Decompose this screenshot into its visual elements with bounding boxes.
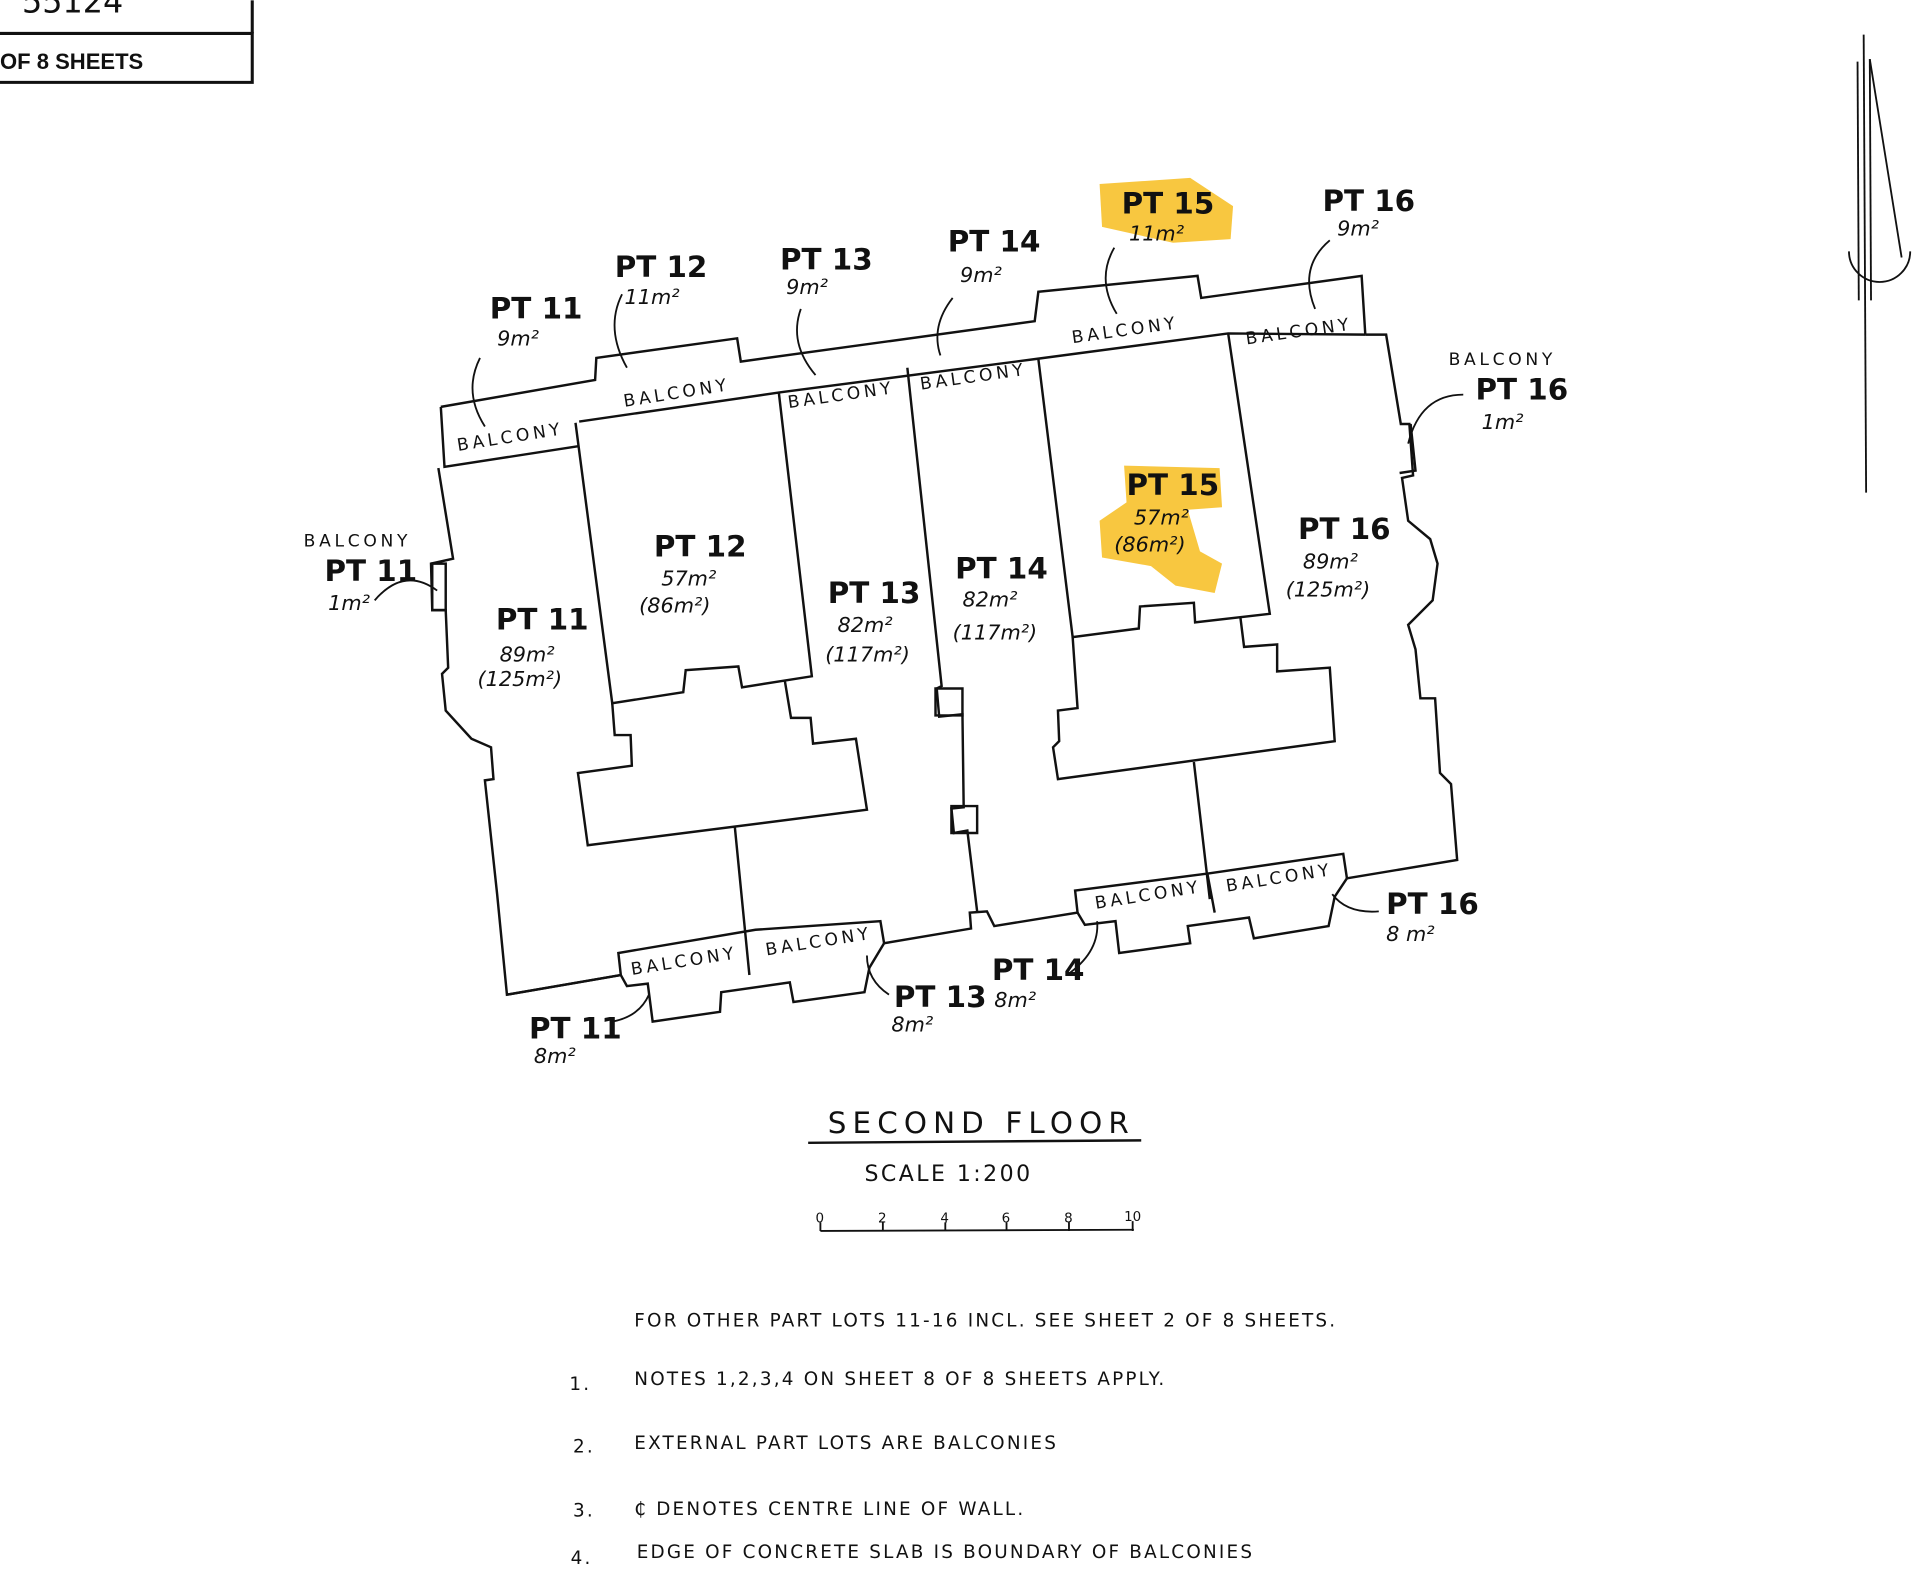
lot-gross-area: (117m²)	[825, 643, 910, 667]
north-arrow-icon	[1848, 34, 1912, 493]
lot-area: 57m²	[1134, 505, 1189, 529]
lot-label: PT 13	[828, 576, 921, 610]
callout-label: PT 13	[894, 980, 987, 1014]
scale-tick-label: 0	[816, 1211, 825, 1226]
callout-area: 8m²	[994, 988, 1036, 1012]
lot-gross-area: (125m²)	[478, 667, 563, 691]
floor-plan	[429, 274, 1459, 1023]
scale-tick-label: 2	[878, 1211, 887, 1226]
lot-gross-area: (117m²)	[953, 621, 1038, 645]
callout-label: PT 11	[490, 292, 583, 326]
note-text: ₵ DENOTES CENTRE LINE OF WALL.	[634, 1499, 1025, 1520]
lot-area: 82m²	[962, 587, 1017, 611]
callout-area: 1m²	[1482, 410, 1524, 434]
callout-label: PT 16	[1322, 184, 1415, 218]
lot-pt11: PT 11 89m² (125m²)	[478, 603, 589, 691]
balcony-label: BALCONY	[1225, 860, 1334, 897]
callout-area: 8 m²	[1386, 922, 1434, 946]
lot-gross-area: (86m²)	[639, 594, 710, 618]
note-text: NOTES 1,2,3,4 ON SHEET 8 OF 8 SHEETS APP…	[634, 1369, 1166, 1390]
sheet-header-box: 55124 OF 8 SHEETS	[0, 0, 254, 84]
callout-area: 9m²	[497, 327, 539, 351]
column-marker	[934, 687, 964, 717]
plan-number: 55124	[22, 0, 123, 21]
lot-label: PT 15	[1127, 468, 1220, 502]
lot-label: PT 11	[496, 603, 589, 637]
note-number: 1.	[569, 1374, 591, 1395]
top-balcony-edge	[440, 274, 1367, 409]
scale-tick-label: 4	[940, 1211, 949, 1226]
sheet-count: OF 8 SHEETS	[0, 49, 143, 74]
lot-gross-area: (86m²)	[1114, 532, 1185, 556]
lot-pt15: PT 15 57m² (86m²)	[1114, 468, 1219, 556]
balcony-label: BALCONY	[919, 360, 1028, 395]
lot-label: PT 14	[955, 551, 1048, 585]
callout-area: 8m²	[534, 1044, 576, 1068]
balcony-label: BALCONY	[1244, 315, 1353, 350]
lot-label: PT 16	[1298, 512, 1391, 546]
note-text: EDGE OF CONCRETE SLAB IS BOUNDARY OF BAL…	[637, 1542, 1254, 1563]
scale-tick-label: 10	[1124, 1210, 1141, 1225]
callout-area: 9m²	[960, 263, 1002, 287]
callout-area: 1m²	[328, 591, 370, 615]
lot-pt12: PT 12 57m² (86m²)	[639, 529, 746, 617]
callout-area: 9m²	[786, 275, 828, 299]
lot-pt16: PT 16 89m² (125m²)	[1286, 512, 1391, 602]
note-number: 4.	[571, 1548, 593, 1569]
balcony-label: BALCONY	[1449, 350, 1556, 370]
scale-label: SCALE 1:200	[864, 1162, 1032, 1187]
callout-area: 9m²	[1337, 216, 1379, 240]
note-text: EXTERNAL PART LOTS ARE BALCONIES	[634, 1433, 1058, 1454]
highlight-marks	[1099, 177, 1234, 594]
callout-area: 11m²	[1129, 221, 1184, 245]
callout-area: 11m²	[624, 285, 679, 309]
lot-area: 89m²	[1303, 550, 1358, 574]
callout-label: PT 14	[948, 224, 1041, 258]
callout-label: PT 14	[992, 953, 1085, 987]
title-block: SECOND FLOOR SCALE 1:200 0 2 4 6 8 10	[808, 1106, 1142, 1232]
balcony-label: BALCONY	[304, 531, 411, 551]
notes-block: FOR OTHER PART LOTS 11-16 INCL. SEE SHEE…	[569, 1310, 1337, 1569]
balcony-label: BALCONY	[1094, 877, 1203, 914]
callout-label: PT 15	[1122, 186, 1215, 220]
lot-area: 89m²	[500, 643, 555, 667]
lot-pt14: PT 14 82m² (117m²)	[953, 551, 1048, 644]
callout-label: PT 13	[780, 243, 873, 277]
callout-label: PT 16	[1386, 887, 1479, 921]
bottom-balcony-callouts: PT 11 8m² PT 13 8m² PT 14 8m² PT 16 8 m²	[529, 887, 1479, 1068]
lot-area: 57m²	[661, 567, 716, 591]
side-balcony-pt11	[431, 562, 447, 612]
note-number: 2.	[573, 1437, 595, 1458]
highlight-pt15-lot	[1099, 465, 1223, 594]
callout-label: PT 11	[324, 554, 417, 588]
callout-label: PT 16	[1476, 373, 1569, 407]
balcony-labels: BALCONY BALCONY BALCONY BALCONY BALCONY …	[304, 313, 1556, 980]
lot-labels: PT 11 89m² (125m²) PT 12 57m² (86m²) PT …	[478, 468, 1391, 691]
callout-label: PT 11	[529, 1012, 622, 1046]
callout-area: 8m²	[891, 1012, 933, 1036]
highlight-pt15-balcony	[1099, 177, 1234, 243]
lot-gross-area: (125m²)	[1286, 578, 1371, 602]
lot-label: PT 12	[654, 529, 747, 563]
side-balcony-callouts: PT 11 1m² PT 16 1m²	[324, 373, 1568, 616]
lot-area: 82m²	[838, 613, 893, 637]
callout-label: PT 12	[615, 250, 708, 284]
scale-tick-label: 6	[1002, 1211, 1011, 1226]
scale-tick-label: 8	[1064, 1211, 1073, 1226]
balcony-label: BALCONY	[764, 924, 873, 961]
drawing-title: SECOND FLOOR	[828, 1106, 1135, 1140]
top-balcony-callouts: PT 11 9m² PT 12 11m² PT 13 9m² PT 14 9m²…	[471, 184, 1415, 427]
scale-bar: 0 2 4 6 8 10	[816, 1210, 1141, 1232]
lot-pt13: PT 13 82m² (117m²)	[825, 576, 920, 667]
note-number: 3.	[573, 1500, 595, 1521]
notes-intro: FOR OTHER PART LOTS 11-16 INCL. SEE SHEE…	[634, 1310, 1337, 1331]
